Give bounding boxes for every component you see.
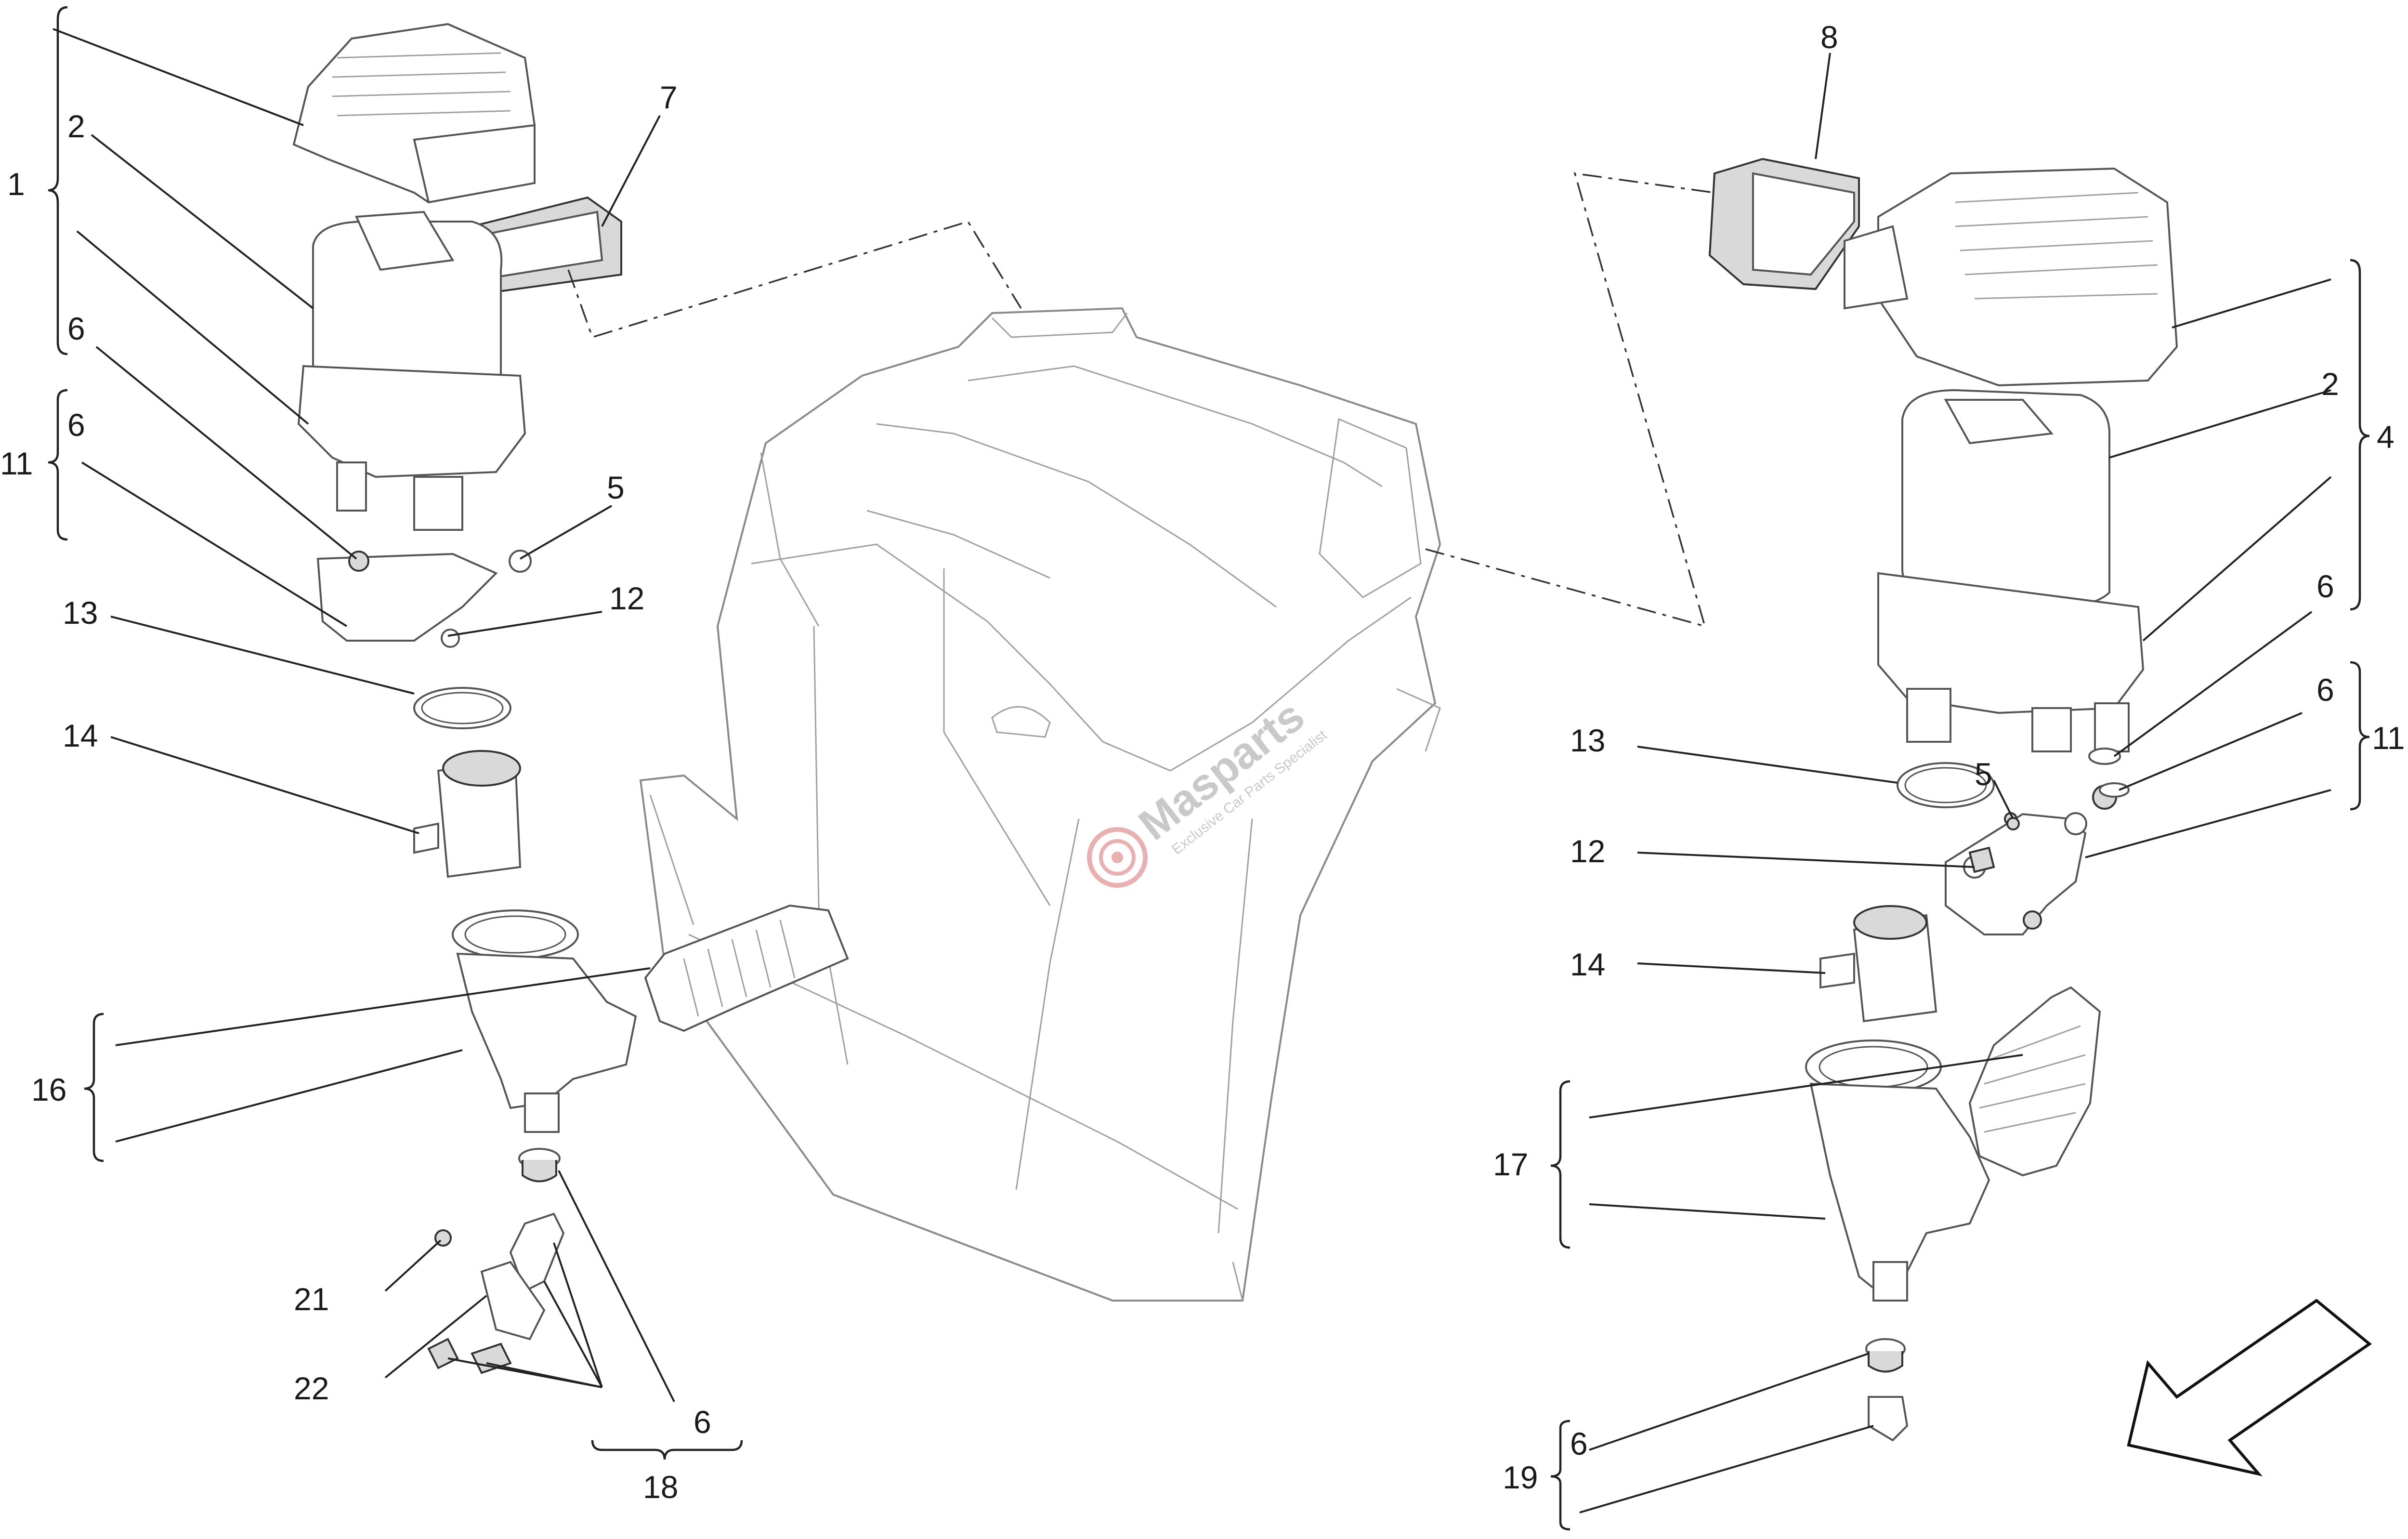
left-intake-hose [644,904,849,1032]
callout-12: 12 [609,580,644,616]
right-air-scoop-8 [1708,158,1860,290]
callout-6: 6 [2316,568,2334,604]
callout-6: 6 [694,1404,711,1440]
central-air-duct [639,307,1441,1302]
dash-dot-links [567,172,1715,628]
left-o-ring-13 [413,687,511,729]
callout-8: 8 [1820,19,1838,55]
right-filter-element [1901,389,2110,613]
callout-6: 6 [67,311,85,346]
left-intake-elbow-16 [452,909,637,1133]
callout-13: 13 [63,595,98,631]
right-o-ring-13 [1897,762,1995,808]
left-bracket-18 [427,1212,565,1374]
right-airflow-meter-14 [1819,905,1937,1023]
callout-13: 13 [1570,723,1605,758]
callout-7: 7 [660,79,678,115]
callout-16: 16 [31,1072,66,1107]
direction-arrow-icon [2127,1299,2372,1476]
callout-1: 1 [7,166,25,202]
callout-5: 5 [607,470,625,505]
left-airflow-meter-14 [413,750,522,878]
right-bracket-19 [1868,1396,1909,1442]
left-airbox-cover [292,23,536,204]
leader-lines [52,28,2332,1513]
callout-5: 5 [1975,756,1992,792]
right-grommets-6-11 [2088,748,2130,798]
callout-4: 4 [2377,419,2395,455]
callout-2: 2 [2321,366,2339,402]
callout-2: 2 [67,108,85,144]
callout-11: 11 [2372,720,2405,756]
callout-11: 11 [0,446,33,481]
callout-12: 12 [1570,833,1605,869]
right-airbox-base [1877,572,2145,752]
callout-21: 21 [294,1281,329,1317]
grouping-braces [48,6,2370,1531]
right-intake-hose [1968,986,2101,1177]
callout-14: 14 [63,718,98,753]
right-airbox-cover [1844,167,2178,387]
left-mounting-bracket [316,550,532,648]
callout-19: 19 [1503,1460,1538,1495]
masparts-logo-icon [1087,827,1148,888]
callout-22: 22 [294,1370,329,1406]
callout-17: 17 [1493,1146,1528,1182]
right-bolt-5 [2006,817,2020,830]
callout-14: 14 [1570,947,1605,982]
callout-6: 6 [67,407,85,443]
callout-labels: 1 2 7 6 6 11 5 13 12 14 16 21 22 6 18 8 … [0,19,2405,1505]
right-grommet-6 [1865,1338,1906,1373]
left-airbox-base [297,365,526,531]
left-grommet-6 [518,1148,561,1183]
right-intake-elbow-17 [1805,1039,1990,1302]
callout-18: 18 [643,1469,678,1505]
callout-6: 6 [2316,672,2334,708]
callout-6: 6 [1570,1426,1588,1461]
